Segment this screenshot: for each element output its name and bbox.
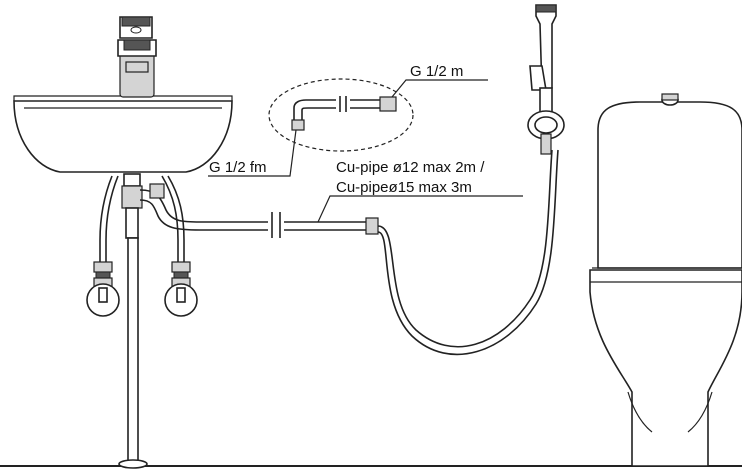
copper-pipe [200, 212, 379, 238]
bidet-shower-head [529, 4, 557, 94]
pipe-label-leader [317, 195, 523, 223]
supply-hose-right [161, 175, 198, 317]
label-g-male: G 1/2 m [410, 63, 463, 80]
washbasin [13, 95, 233, 173]
label-pipe-line2: Cu-pipeø15 max 3m [336, 179, 472, 196]
shower-holder [527, 87, 565, 155]
basin-faucet [117, 16, 157, 98]
drain-siphon [118, 173, 201, 469]
detail-callout [268, 78, 414, 152]
label-pipe-line1: Cu-pipe ø12 max 2m / [336, 159, 485, 176]
shower-hose [377, 149, 559, 356]
g-female-leader [208, 129, 297, 177]
supply-hose-left [86, 175, 120, 317]
g-male-leader [391, 79, 488, 98]
label-g-female: G 1/2 fm [209, 159, 267, 176]
toilet [589, 93, 742, 467]
